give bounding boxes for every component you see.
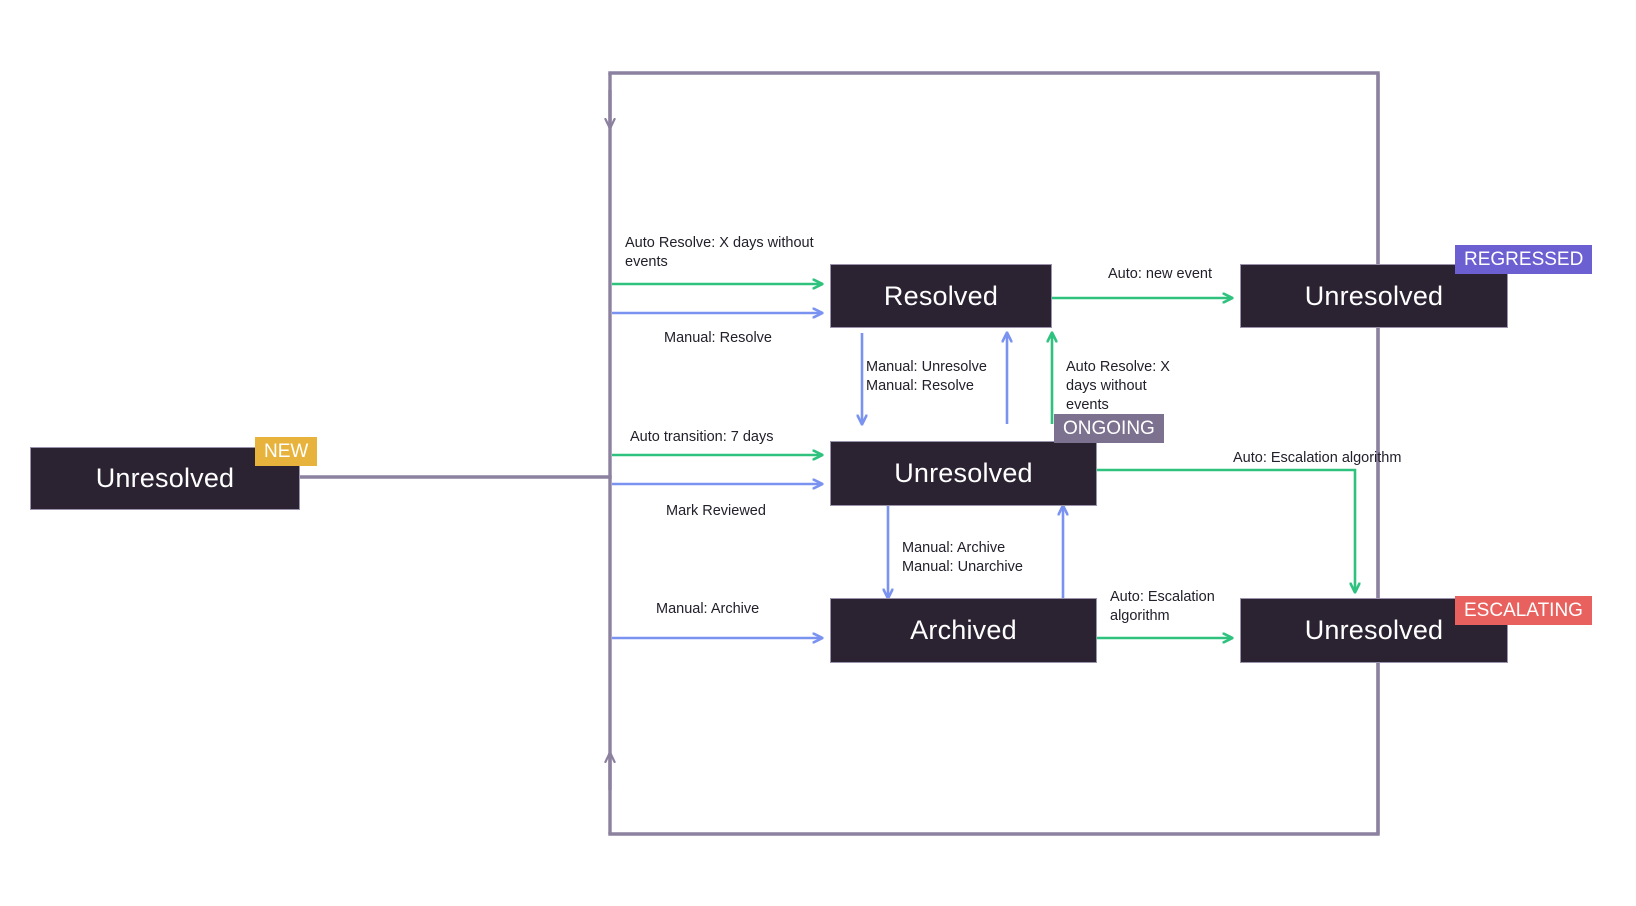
state-label: Unresolved bbox=[1304, 280, 1444, 311]
edge-label-auto-resolve-x-days: Auto Resolve: X days without events bbox=[625, 235, 814, 270]
state-box-resolved[interactable]: Resolved bbox=[830, 264, 1052, 328]
badge-label: REGRESSED bbox=[1464, 249, 1584, 270]
state-label: Resolved bbox=[883, 280, 999, 311]
badge-label: ONGOING bbox=[1063, 418, 1155, 439]
edge-label-manual-archive-unarchive: Manual: Archive Manual: Unarchive bbox=[902, 540, 1023, 575]
edge-label-manual-unresolve-resolve: Manual: Unresolve Manual: Resolve bbox=[866, 359, 987, 394]
status-badge-ongoing: ONGOING bbox=[1054, 414, 1164, 443]
state-label: Unresolved bbox=[1304, 615, 1444, 645]
state-label: Unresolved bbox=[894, 458, 1033, 488]
edge-label-auto-resolve-x-days-short: Auto Resolve: X days without events bbox=[1066, 359, 1170, 413]
badge-label: NEW bbox=[264, 441, 309, 462]
edge-label-auto-transition-7-days: Auto transition: 7 days bbox=[630, 429, 774, 445]
state-box-new-unresolved[interactable]: Unresolved bbox=[30, 447, 300, 510]
state-box-ongoing-unresolved[interactable]: Unresolved bbox=[830, 441, 1097, 506]
edge-label-manual-archive: Manual: Archive bbox=[656, 601, 760, 617]
state-box-regressed-unresolved[interactable]: Unresolved bbox=[1240, 264, 1508, 328]
edge-frame-loop bbox=[297, 71, 1380, 836]
edge-label-mark-reviewed: Mark Reviewed bbox=[666, 503, 766, 519]
status-badge-regressed: REGRESSED bbox=[1455, 245, 1593, 274]
status-badge-escalating: ESCALATING bbox=[1455, 596, 1592, 625]
edge-auto-escalation-ongoing bbox=[1097, 468, 1355, 592]
status-badge-new: NEW bbox=[255, 437, 318, 466]
state-label: Unresolved bbox=[95, 463, 235, 493]
edge-label-auto-new-event: Auto: new event bbox=[1108, 266, 1212, 282]
edge-label-manual-resolve: Manual: Resolve bbox=[664, 330, 772, 346]
badge-label: ESCALATING bbox=[1464, 600, 1583, 621]
edge-label-auto-escalation-algorithm-short: Auto: Escalation algorithm bbox=[1110, 589, 1215, 624]
edge-label-auto-escalation-algorithm: Auto: Escalation algorithm bbox=[1233, 450, 1402, 466]
state-box-archived[interactable]: Archived bbox=[830, 598, 1097, 663]
state-label: Archived bbox=[910, 615, 1017, 645]
